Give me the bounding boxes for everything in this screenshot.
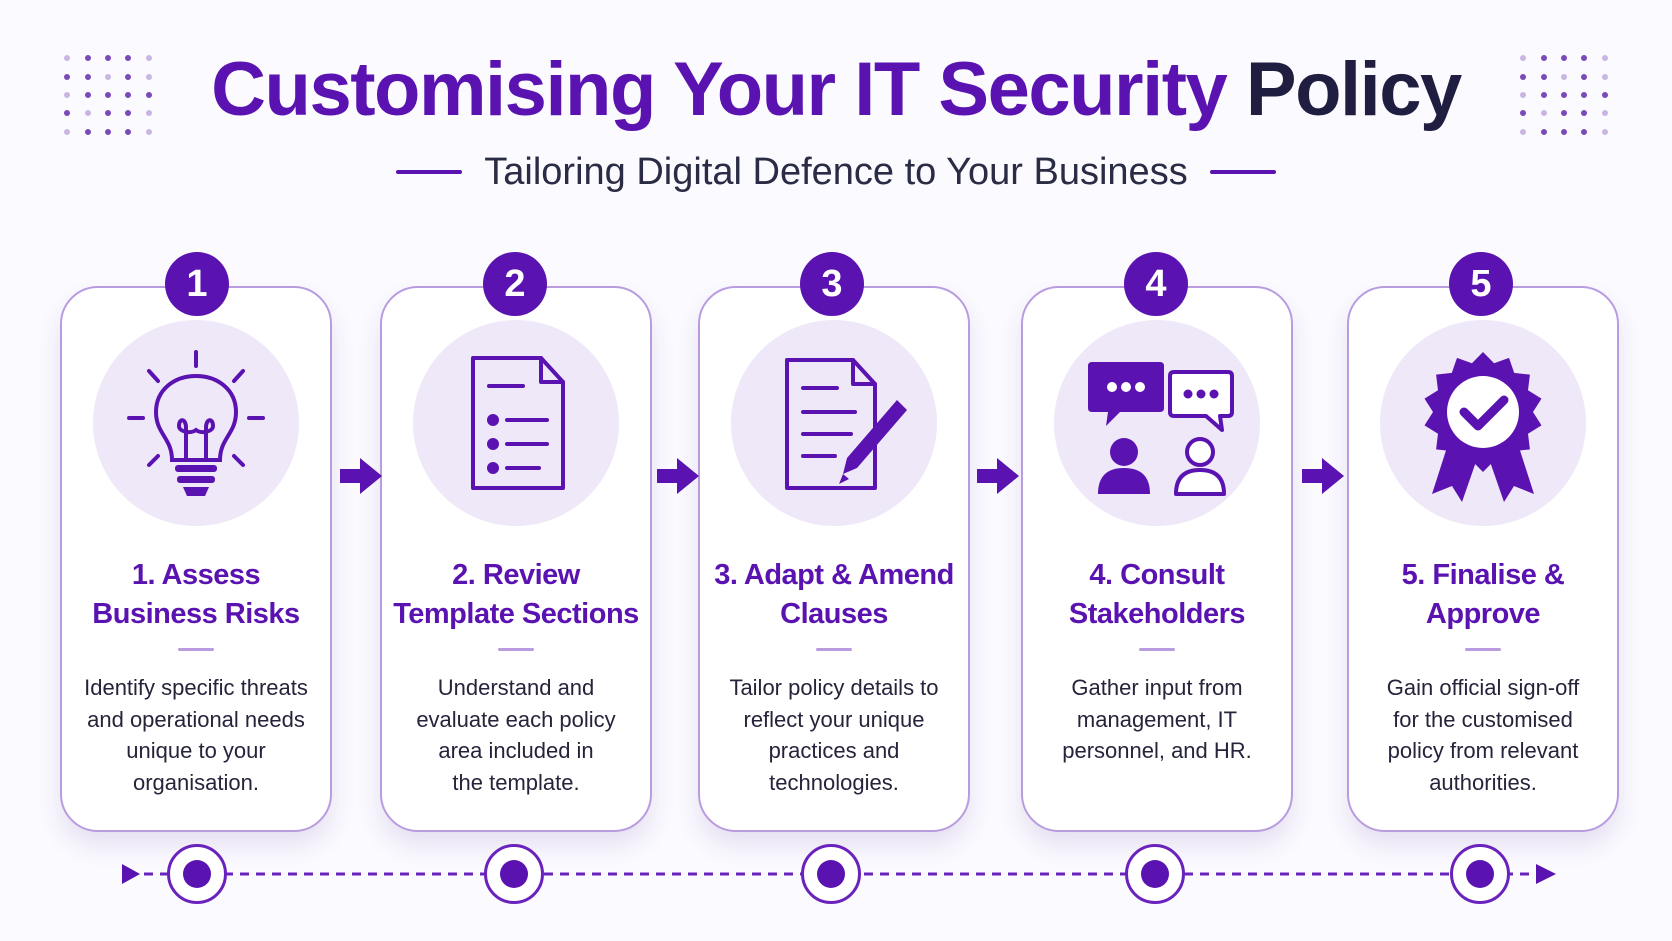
document-list-icon xyxy=(471,356,565,490)
icon-circle xyxy=(93,320,299,526)
approval-badge-icon xyxy=(1424,352,1542,502)
arrow-right-icon xyxy=(340,458,382,494)
icon-circle xyxy=(413,320,619,526)
timeline-node-3 xyxy=(801,844,861,904)
title-divider xyxy=(816,648,852,651)
decorative-dot-grid-right xyxy=(1514,50,1614,140)
document-edit-icon xyxy=(785,358,907,490)
timeline-end-arrow-icon xyxy=(1536,864,1556,884)
timeline-node-4 xyxy=(1125,844,1185,904)
icon-circle xyxy=(1380,320,1586,526)
stakeholders-chat-icon xyxy=(1088,362,1234,496)
step-number-badge-1: 1 xyxy=(165,252,229,316)
lightbulb-icon xyxy=(127,350,265,496)
arrow-right-icon xyxy=(977,458,1019,494)
subtitle-rule-right xyxy=(1209,170,1276,174)
timeline-node-5 xyxy=(1450,844,1510,904)
step-number-badge-2: 2 xyxy=(483,252,547,316)
title-divider xyxy=(498,648,534,651)
step-card-5: 5. Finalise &Approve Gain official sign-… xyxy=(1347,286,1619,832)
title-divider xyxy=(1465,648,1501,651)
timeline-node-2 xyxy=(484,844,544,904)
arrow-right-icon xyxy=(1302,458,1344,494)
timeline-start-arrow-icon xyxy=(122,864,140,884)
decorative-dot-grid-left xyxy=(58,50,158,140)
subtitle-rule-left xyxy=(396,170,463,174)
icon-circle xyxy=(731,320,937,526)
page-title: Customising Your IT Security Policy xyxy=(211,47,1462,132)
step-number-badge-3: 3 xyxy=(800,252,864,316)
arrow-right-icon xyxy=(657,458,699,494)
timeline-node-1 xyxy=(167,844,227,904)
step-number-badge-5: 5 xyxy=(1449,252,1513,316)
step-number-badge-4: 4 xyxy=(1124,252,1188,316)
title-divider xyxy=(1139,648,1175,651)
step-title: 5. Finalise &Approve xyxy=(1401,559,1565,630)
icon-circle xyxy=(1054,320,1260,526)
subtitle-row: Tailoring Digital Defence to Your Busine… xyxy=(0,146,1672,198)
title-divider xyxy=(178,648,214,651)
page-subtitle: Tailoring Digital Defence to Your Busine… xyxy=(484,150,1188,193)
